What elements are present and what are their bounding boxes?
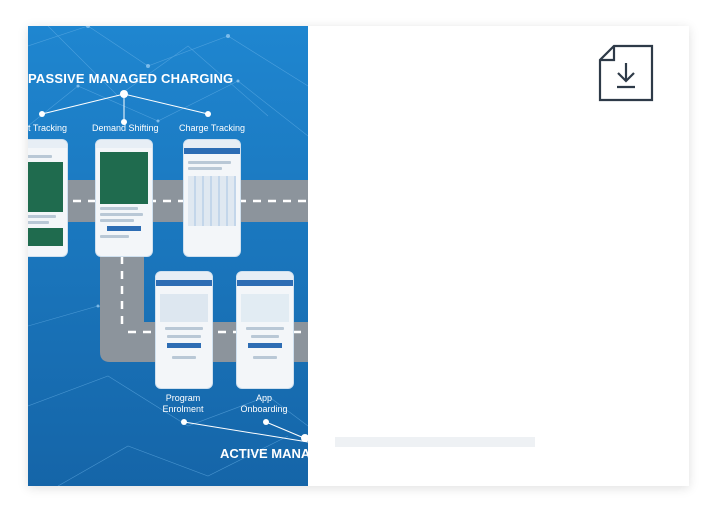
label-app-onboarding: App Onboarding — [236, 393, 292, 415]
label-tracking: t Tracking — [28, 123, 68, 133]
label-demand-shifting: Demand Shifting — [92, 123, 159, 133]
phone-mockup-app-onboarding — [236, 271, 294, 389]
loading-placeholder-bar — [335, 437, 535, 447]
details-panel — [308, 26, 689, 486]
label-charge-tracking: Charge Tracking — [179, 123, 246, 133]
label-program-enrolment-line1: Program — [165, 393, 201, 403]
label-program-enrolment: Program Enrolment — [155, 393, 211, 415]
label-app-onboarding-line1: App — [255, 393, 272, 403]
preview-card: PASSIVE MANAGED CHARGING t Tracking Dema… — [28, 26, 689, 486]
phone-mockup-program-enrolment — [155, 271, 213, 389]
phone-mockup-demand-shifting — [95, 139, 153, 257]
download-file-icon[interactable] — [597, 43, 655, 103]
label-program-enrolment-line2: Enrolment — [162, 404, 204, 414]
phone-mockup-charge-tracking — [183, 139, 241, 257]
poster-title-bottom: ACTIVE MANA — [220, 446, 308, 461]
label-app-onboarding-line2: Onboarding — [240, 404, 288, 414]
phone-mockup-tracking — [28, 139, 68, 257]
poster-background — [28, 26, 308, 486]
poster-title-top: PASSIVE MANAGED CHARGING — [28, 71, 234, 86]
poster-image: PASSIVE MANAGED CHARGING t Tracking Dema… — [28, 26, 308, 486]
